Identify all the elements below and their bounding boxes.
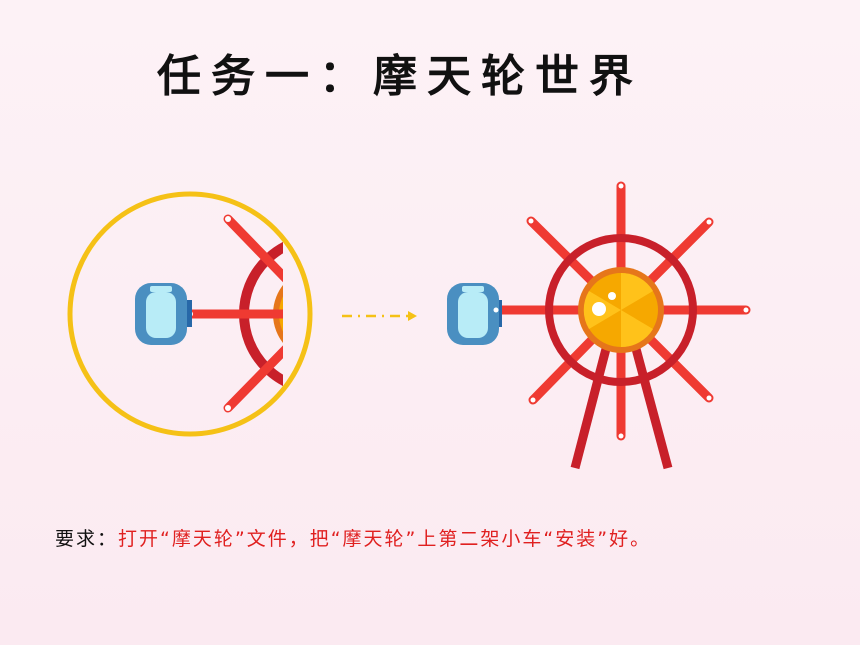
partial-wheel xyxy=(185,214,283,413)
arrow-right-icon xyxy=(342,311,417,321)
requirement-text: 要求：打开“摩天轮”文件，把“摩天轮”上第二架小车“安装”好。 xyxy=(55,524,651,551)
cabin-icon xyxy=(447,283,502,345)
page-title: 任务一：摩天轮世界 xyxy=(157,51,643,102)
ferris-wheel-icon xyxy=(447,181,751,470)
cabin-icon xyxy=(135,283,192,345)
requirement-label: 要求： xyxy=(55,528,119,550)
requirement-body: 打开“摩天轮”文件，把“摩天轮”上第二架小车“安装”好。 xyxy=(118,528,652,550)
zoom-detail xyxy=(67,191,313,437)
zoom-ring xyxy=(67,191,313,437)
